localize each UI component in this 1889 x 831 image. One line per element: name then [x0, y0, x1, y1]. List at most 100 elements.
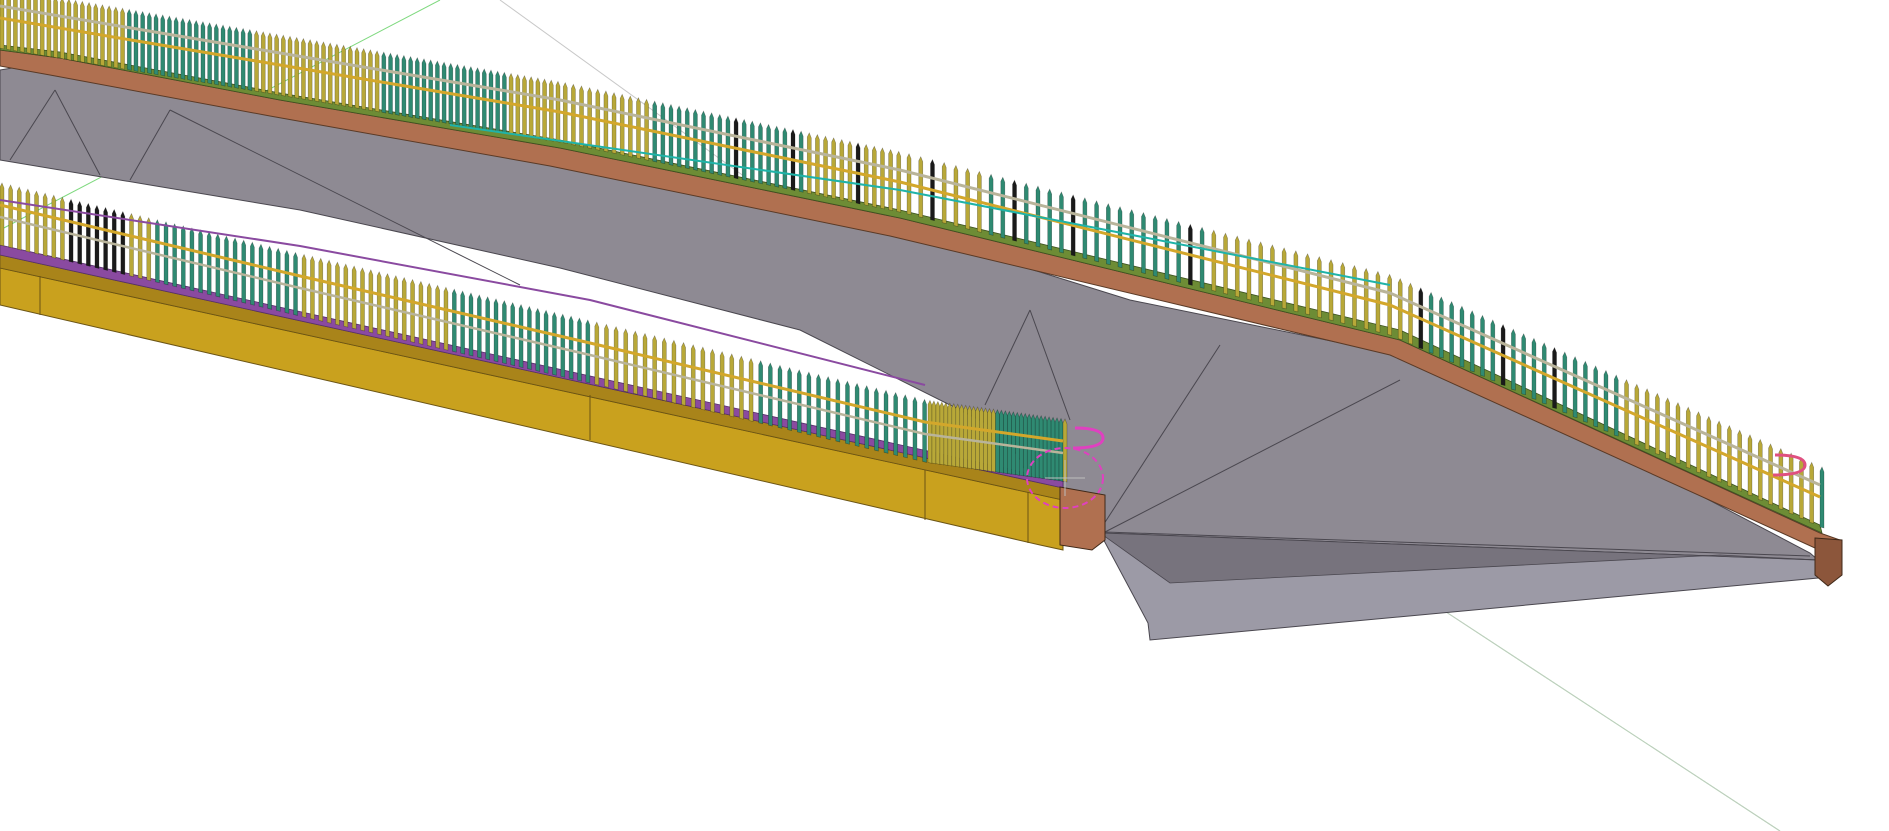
upper-handrail-gold: [0, 16, 1821, 499]
railing-picket: [883, 389, 889, 454]
railing-picket: [951, 402, 957, 468]
railing-picket: [777, 364, 783, 429]
lower-plinth[interactable]: [0, 244, 1106, 551]
railing-picket: [232, 237, 238, 302]
railing-picket: [893, 391, 898, 456]
railing-picket: [787, 366, 792, 431]
railing-picket: [1019, 412, 1024, 477]
upper-grass-strip: [0, 44, 1823, 534]
railing-picket: [959, 404, 965, 469]
railing-picket: [1011, 411, 1016, 476]
deck-end-shadow: [1098, 532, 1819, 584]
railing-picket: [854, 382, 860, 447]
deck-mesh-edges: [9, 89, 1811, 557]
railing-picket: [594, 321, 600, 386]
railing-picket: [527, 305, 532, 370]
railing-picket: [385, 273, 390, 338]
railing-picket: [796, 369, 802, 434]
railing-picket: [19, 0, 25, 53]
railing-picket: [825, 375, 831, 441]
railing-picket: [343, 263, 349, 328]
railing-picket: [552, 311, 557, 376]
railing-picket: [535, 307, 541, 372]
railing-picket: [172, 223, 177, 288]
railing-picket: [224, 235, 229, 300]
railing-picket: [510, 301, 516, 367]
railing-picket: [42, 192, 48, 257]
railing-picket: [623, 328, 629, 393]
railing-picket: [1003, 410, 1008, 475]
railing-picket: [146, 217, 152, 282]
railing-picket: [163, 221, 169, 286]
lower-handrail-grey: [0, 215, 1064, 455]
railing-picket: [443, 286, 449, 351]
railing-picket: [86, 202, 91, 267]
railing-picket: [681, 341, 686, 406]
selection-circle: [1026, 447, 1104, 509]
railing-picket: [393, 274, 399, 340]
selection-marker[interactable]: [1026, 426, 1807, 509]
railing-picket: [931, 400, 937, 465]
railing-picket: [739, 355, 744, 420]
railing-picket: [874, 387, 879, 452]
railing-picket: [729, 353, 735, 418]
railing-picket: [671, 339, 677, 404]
railing-picket: [935, 400, 941, 465]
railing-picket: [1022, 412, 1028, 477]
railing-picket: [943, 401, 949, 466]
railing-picket: [1062, 418, 1068, 483]
handrail-end-loop: [1072, 426, 1105, 450]
railing-picket: [518, 303, 524, 368]
railing-picket: [103, 206, 108, 271]
railing-picket: [326, 259, 332, 324]
railing-picket: [912, 396, 918, 461]
railing-picket: [939, 401, 945, 466]
railing-picket: [995, 408, 1000, 474]
railing-picket: [318, 257, 324, 322]
railing-picket: [1030, 413, 1036, 479]
railing-picket: [26, 0, 32, 54]
railing-picket: [468, 292, 474, 357]
upper-handrail-grey: [0, 4, 1821, 487]
railing-picket: [33, 0, 38, 56]
railing-picket: [806, 371, 812, 436]
grey-axis-line-lower: [1439, 607, 1781, 831]
railing-picket: [493, 298, 499, 363]
railing-picket: [1819, 466, 1825, 529]
upper-kerb[interactable]: [0, 44, 1843, 587]
railing-picket: [1034, 414, 1040, 479]
railing-picket: [34, 190, 39, 255]
lower-handrail-gold: [0, 203, 1064, 443]
railing-picket: [198, 229, 203, 294]
railing-picket: [68, 198, 74, 263]
railing-picket: [560, 313, 566, 378]
railing-picket: [77, 200, 82, 265]
railing-picket: [816, 373, 821, 438]
railing-picket: [258, 243, 264, 308]
railing-picket: [975, 406, 980, 471]
railing-picket: [983, 407, 988, 472]
railing-picket: [642, 332, 648, 397]
railing-picket: [700, 346, 706, 411]
lower-railing[interactable]: [0, 182, 1068, 483]
upper-kerb-end: [1814, 537, 1843, 587]
railing-picket: [129, 212, 134, 278]
railing-picket: [633, 330, 638, 395]
upper-handrail-end-loop: [1772, 453, 1807, 477]
plinth-joints: [39, 276, 1029, 543]
railing-picket: [215, 233, 221, 298]
railing-picket: [1050, 416, 1056, 481]
railing-picket: [401, 276, 407, 342]
railing-picket: [1046, 416, 1052, 481]
railing-picket: [999, 409, 1004, 474]
railing-picket: [604, 323, 609, 388]
railing-picket: [652, 335, 657, 400]
railing-picket: [25, 188, 31, 253]
railing-picket: [543, 309, 549, 374]
railing-picket: [1015, 411, 1020, 476]
railing-picket: [927, 399, 933, 464]
railing-picket: [293, 251, 298, 316]
upper-railing[interactable]: [0, 0, 1825, 529]
railing-picket: [94, 204, 100, 269]
